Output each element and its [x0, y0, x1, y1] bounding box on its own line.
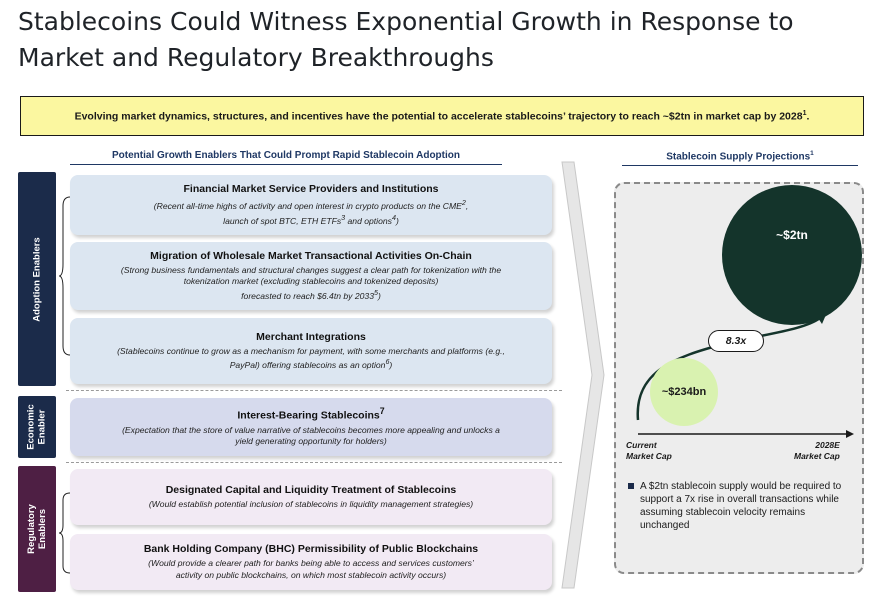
card-title-text: Interest-Bearing Stablecoins [237, 409, 380, 422]
card-description: (Expectation that the store of value nar… [84, 425, 538, 448]
card-text: (Recent all-time highs of activity and o… [153, 201, 462, 211]
card-text: launch of spot BTC, ETH ETFs [223, 215, 342, 226]
x-label-line: Current [626, 440, 657, 450]
regulatory-brace-icon [58, 492, 71, 574]
bullet-square-icon [628, 483, 634, 489]
adoption-enablers-text: Adoption Enablers [31, 236, 43, 322]
projection-note-text: A $2tn stablecoin supply would be requir… [640, 481, 842, 531]
enabler-card-merchant-integrations: Merchant Integrations (Stablecoins conti… [70, 318, 552, 384]
card-text: (Would provide a clearer path for banks … [148, 558, 474, 568]
left-section-header: Potential Growth Enablers That Could Pro… [70, 150, 502, 165]
footnote-ref: 3 [341, 213, 346, 222]
right-section-header: Stablecoin Supply Projections1 [622, 150, 858, 167]
bubble-projected-label: ~$2tn [776, 228, 808, 242]
card-description: (Would provide a clearer path for banks … [84, 558, 538, 581]
card-description: (Recent all-time highs of activity and o… [84, 198, 538, 227]
card-text: yield generating opportunity for holders… [235, 436, 387, 447]
projection-note: A $2tn stablecoin supply would be requir… [628, 480, 854, 532]
x-label-line: Market Cap [626, 451, 672, 461]
enabler-card-interest-bearing: Interest-Bearing Stablecoins7 (Expectati… [70, 398, 552, 456]
card-text: (Stablecoins continue to grow as a mecha… [117, 345, 505, 356]
card-title: Bank Holding Company (BHC) Permissibilit… [143, 543, 479, 555]
adoption-brace-icon [58, 196, 71, 356]
card-text: and options [345, 215, 392, 226]
card-title: Interest-Bearing Stablecoins7 [84, 406, 538, 422]
page-title: Stablecoins Could Witness Exponential Gr… [18, 7, 794, 72]
footnote-ref: 2 [461, 199, 466, 208]
enabler-card-wholesale-migration: Migration of Wholesale Market Transactio… [70, 242, 552, 310]
bubble-projected: ~$2tn [722, 185, 862, 325]
card-text: ) [395, 215, 399, 226]
banner-tail: . [806, 110, 810, 123]
card-text: ) [389, 359, 393, 370]
regulatory-enablers-line1: Regulatory [26, 504, 37, 554]
economic-enabler-line1: Economic [26, 404, 37, 450]
adoption-enablers-label: Adoption Enablers [18, 172, 56, 386]
key-takeaway-banner: Evolving market dynamics, structures, an… [20, 96, 864, 136]
footnote-ref: 6 [385, 358, 390, 367]
banner-text: Evolving market dynamics, structures, an… [74, 110, 803, 123]
card-text: (Would establish potential inclusion of … [148, 498, 474, 509]
x-label-line: Market Cap [794, 451, 840, 461]
card-text: , [465, 201, 469, 211]
footnote-ref: 4 [391, 213, 396, 222]
enabler-card-bhc-permissibility: Bank Holding Company (BHC) Permissibilit… [70, 534, 552, 590]
card-description: (Would establish potential inclusion of … [84, 499, 538, 511]
chevron-right-icon [561, 161, 605, 589]
card-title: Financial Market Service Providers and I… [183, 183, 439, 196]
card-title: Merchant Integrations [256, 330, 366, 343]
bubble-current-label: ~$234bn [661, 386, 707, 398]
card-text: PayPal) offering stablecoins as an optio… [229, 359, 386, 370]
right-header-text: Stablecoin Supply Projections [666, 151, 811, 163]
x-label-current: Current Market Cap [626, 440, 672, 462]
section-divider [66, 390, 562, 391]
card-text: activity on public blockchains, on which… [175, 569, 447, 580]
card-title: Migration of Wholesale Market Transactio… [150, 249, 472, 262]
footnote-ref: 7 [379, 406, 385, 417]
card-text: ) [377, 290, 381, 301]
right-header-footnote: 1 [810, 150, 814, 157]
banner-footnote: 1 [802, 109, 807, 117]
card-text: tokenization market (excluding stablecoi… [183, 276, 439, 287]
growth-multiplier-badge: 8.3x [708, 330, 764, 352]
card-text: forecasted to reach $6.4tn by 2033 [241, 290, 374, 301]
x-axis-arrow-icon [846, 430, 854, 438]
enabler-card-capital-liquidity: Designated Capital and Liquidity Treatme… [70, 469, 552, 525]
x-label-line: 2028E [815, 440, 840, 450]
regulatory-enablers-line2: Enablers [37, 508, 48, 550]
card-text: (Strong business fundamentals and struct… [120, 264, 502, 275]
bubble-current: ~$234bn [650, 358, 718, 426]
card-description: (Strong business fundamentals and struct… [84, 265, 538, 302]
footnote-ref: 5 [373, 288, 378, 297]
card-text: (Expectation that the store of value nar… [122, 424, 500, 435]
section-divider [66, 462, 562, 463]
economic-enabler-line2: Enabler [37, 409, 48, 445]
x-label-2028e: 2028E Market Cap [794, 440, 840, 462]
card-title: Designated Capital and Liquidity Treatme… [165, 483, 457, 496]
enabler-card-financial-institutions: Financial Market Service Providers and I… [70, 175, 552, 235]
card-description: (Stablecoins continue to grow as a mecha… [84, 346, 538, 372]
